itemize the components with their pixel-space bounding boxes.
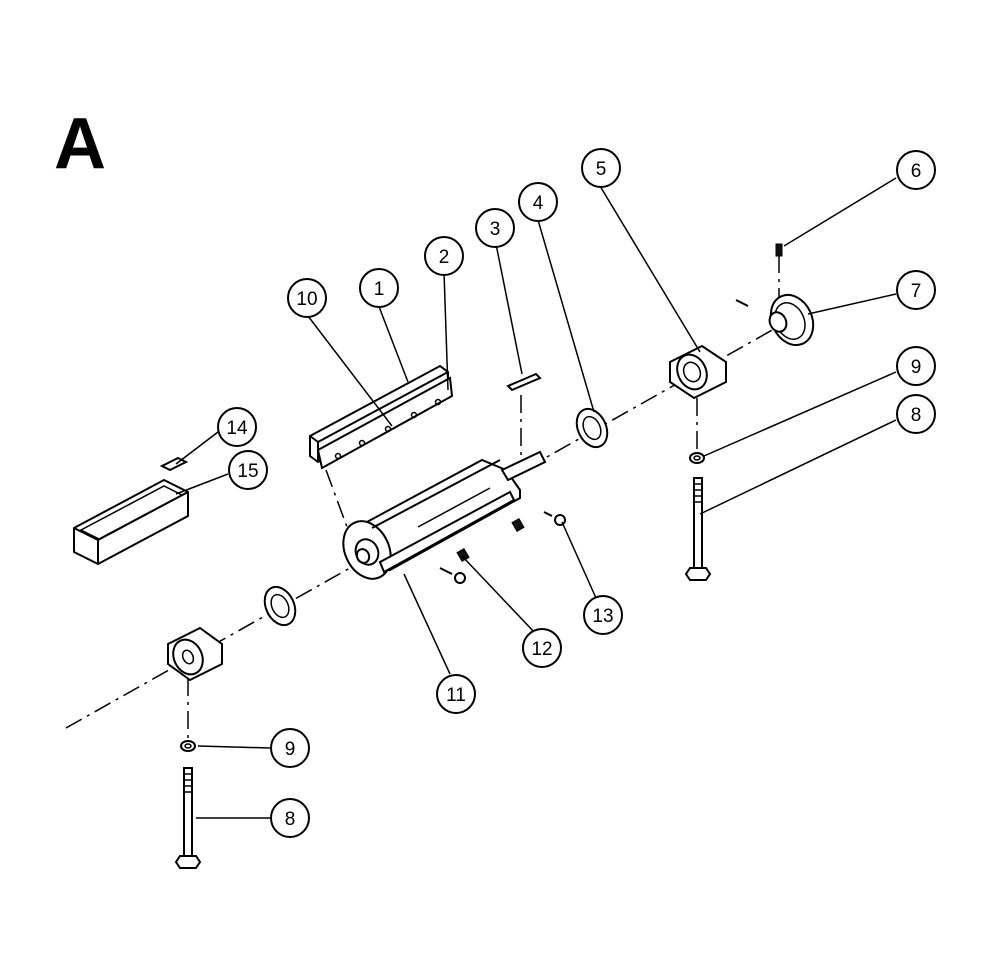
sheet-label: A [54,104,106,184]
callout-15: 15 [228,450,268,490]
callout-9-right: 9 [896,346,936,386]
svg-text:4: 4 [533,193,544,214]
svg-text:10: 10 [296,289,317,310]
svg-text:13: 13 [592,606,613,627]
bearing-block-right [669,344,727,400]
bearing-left [263,585,297,627]
bearing-right [575,407,609,449]
callout-4: 4 [518,182,558,222]
bearing-block-left [167,626,223,682]
bolt-right [684,477,712,581]
svg-text:9: 9 [285,739,296,760]
pulley [735,293,815,347]
svg-text:8: 8 [285,809,296,830]
knife-axis [325,469,351,536]
guard-channel [73,456,189,566]
svg-text:5: 5 [596,159,607,180]
cutterhead [342,450,547,580]
callout-11: 11 [436,674,476,714]
callout-6: 6 [896,150,936,190]
washer-right [689,452,705,464]
callout-14: 14 [217,407,257,447]
callout-8-left: 8 [270,798,310,838]
callout-9-left: 9 [270,728,310,768]
svg-text:6: 6 [911,161,922,182]
callout-10: 10 [287,278,327,318]
svg-text:11: 11 [446,685,466,706]
svg-text:7: 7 [911,281,922,302]
callout-7: 7 [896,270,936,310]
knife-and-gib [309,364,454,470]
callout-13: 13 [583,595,623,635]
washer-left [180,740,196,752]
set-screw [775,243,783,257]
svg-text:3: 3 [490,219,501,240]
svg-text:15: 15 [237,461,258,482]
svg-text:12: 12 [531,639,552,660]
callout-2: 2 [424,236,464,276]
callout-12: 12 [522,628,562,668]
callout-5: 5 [581,148,621,188]
svg-text:2: 2 [439,247,450,268]
callout-8-right: 8 [896,394,936,434]
bolt-left [174,767,202,869]
callout-1: 1 [359,268,399,308]
key [506,372,542,392]
svg-text:1: 1 [374,279,385,300]
callout-3: 3 [475,208,515,248]
svg-text:9: 9 [911,357,922,378]
svg-text:14: 14 [226,418,248,439]
svg-text:8: 8 [911,405,922,426]
leader-lines [175,177,897,819]
